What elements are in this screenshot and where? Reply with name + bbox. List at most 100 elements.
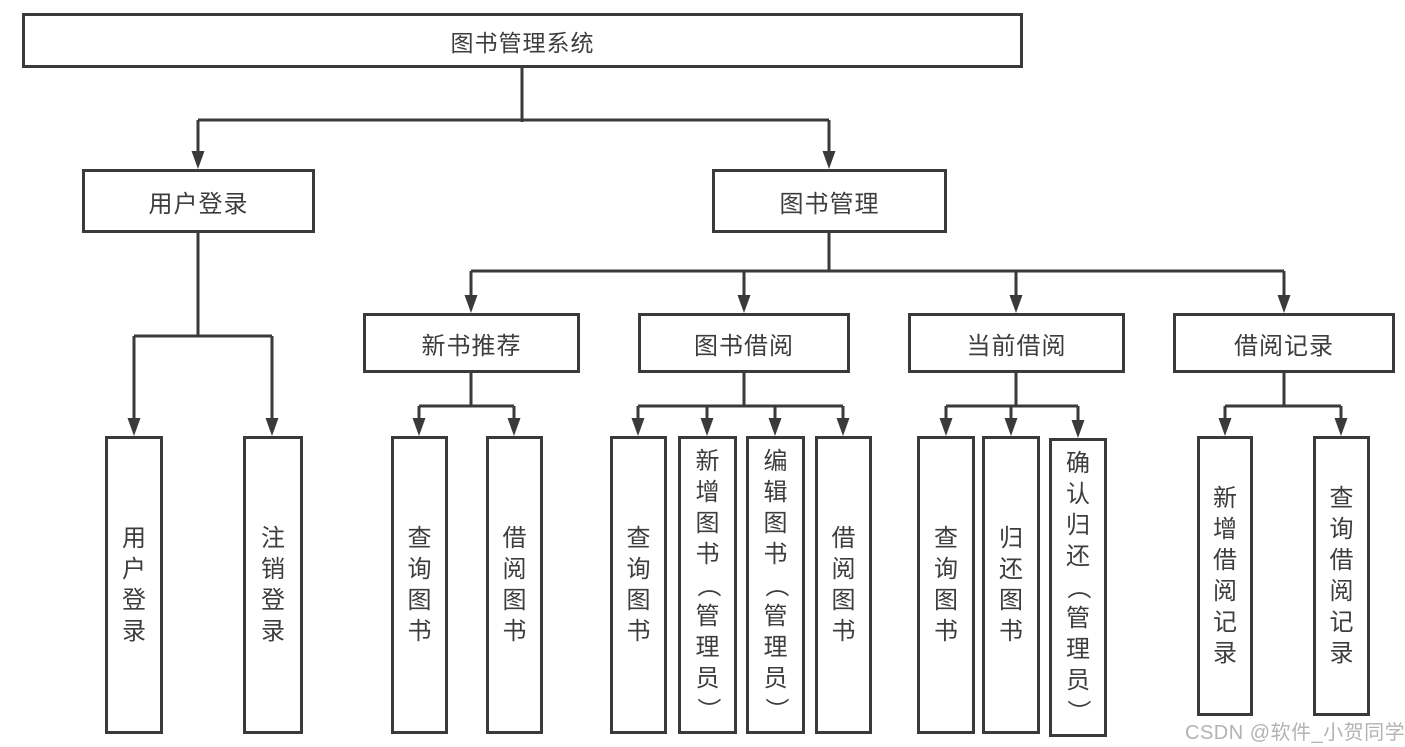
vertical-char: 查 bbox=[626, 525, 651, 552]
connector-paths bbox=[132, 68, 1343, 425]
node-user-login: 用户登录 bbox=[82, 169, 315, 233]
vertical-char: 用 bbox=[122, 525, 146, 552]
vertical-char: 书 bbox=[502, 618, 527, 645]
vertical-char: 阅 bbox=[1213, 578, 1237, 605]
vertical-char: 理 bbox=[1066, 636, 1090, 663]
vertical-char: 还 bbox=[999, 556, 1023, 583]
vertical-char: 注 bbox=[261, 525, 285, 552]
vertical-char: 管 bbox=[763, 602, 788, 630]
node-book-borrowing: 图书借阅 bbox=[638, 313, 850, 373]
arrowheads bbox=[127, 151, 1348, 438]
vertical-char: 增 bbox=[695, 478, 720, 506]
leaf-add-books-admin: 新增图书（管理员） bbox=[678, 436, 737, 734]
vertical-char: 询 bbox=[407, 556, 432, 583]
vertical-char: 阅 bbox=[1329, 578, 1354, 605]
vertical-char: 借 bbox=[831, 525, 856, 552]
vertical-char: 书 bbox=[626, 618, 651, 645]
node-new-book-recommendation: 新书推荐 bbox=[363, 313, 580, 373]
vertical-char: 书 bbox=[831, 618, 856, 645]
vertical-char: 销 bbox=[261, 556, 285, 583]
vertical-char: 录 bbox=[1213, 640, 1237, 667]
leaf-logout: 注销登录 bbox=[243, 436, 303, 734]
vertical-char: 图 bbox=[407, 587, 432, 614]
vertical-char: 借 bbox=[502, 525, 527, 552]
vertical-char: 阅 bbox=[502, 556, 527, 583]
vertical-char: 理 bbox=[763, 633, 788, 661]
leaf-label: 编辑图书（管理员） bbox=[762, 446, 789, 725]
vertical-char: 询 bbox=[934, 556, 958, 583]
vertical-char: 还 bbox=[1066, 543, 1090, 570]
vertical-char: 新 bbox=[695, 447, 720, 475]
vertical-char: 书 bbox=[999, 618, 1023, 645]
vertical-char: 图 bbox=[626, 587, 651, 614]
leaf-label: 借阅图书 bbox=[832, 523, 856, 647]
vertical-char: 查 bbox=[407, 525, 432, 552]
vertical-char: 辑 bbox=[763, 478, 788, 506]
node-label: 图书管理系统 bbox=[450, 29, 595, 56]
vertical-char: （ bbox=[762, 573, 789, 597]
watermark: CSDN @软件_小贺同学 bbox=[1185, 722, 1405, 744]
leaf-query-borrow-record: 查询借阅记录 bbox=[1313, 436, 1370, 716]
vertical-char: 登 bbox=[122, 587, 146, 614]
vertical-char: 归 bbox=[999, 525, 1023, 552]
leaf-label: 查询图书 bbox=[627, 523, 651, 647]
vertical-char: 图 bbox=[934, 587, 958, 614]
vertical-char: 编 bbox=[763, 447, 788, 475]
vertical-char: 图 bbox=[831, 587, 856, 614]
vertical-char: 记 bbox=[1213, 609, 1237, 636]
leaf-query-books-1: 查询图书 bbox=[391, 436, 448, 734]
vertical-char: （ bbox=[1064, 575, 1092, 600]
node-label: 图书管理 bbox=[779, 190, 880, 218]
vertical-char: 归 bbox=[1066, 512, 1090, 539]
leaf-label: 借阅图书 bbox=[503, 523, 527, 647]
vertical-char: 图 bbox=[502, 587, 527, 614]
vertical-char: 认 bbox=[1066, 481, 1090, 508]
vertical-char: 查 bbox=[934, 525, 958, 552]
vertical-char: 员 bbox=[1066, 667, 1090, 694]
leaf-label: 查询图书 bbox=[934, 523, 958, 647]
vertical-char: 借 bbox=[1329, 547, 1354, 574]
leaf-return-books: 归还图书 bbox=[982, 436, 1040, 734]
vertical-char: 图 bbox=[999, 587, 1023, 614]
vertical-char: 查 bbox=[1329, 485, 1354, 512]
vertical-char: 书 bbox=[763, 540, 788, 568]
leaf-label: 确认归还（管理员） bbox=[1065, 448, 1092, 727]
vertical-char: 图 bbox=[695, 509, 720, 537]
leaf-borrow-books-2: 借阅图书 bbox=[815, 436, 872, 734]
leaf-label: 注销登录 bbox=[261, 523, 285, 647]
node-label: 借阅记录 bbox=[1234, 332, 1334, 360]
node-label: 当前借阅 bbox=[966, 332, 1067, 360]
vertical-char: 询 bbox=[1329, 516, 1354, 543]
vertical-char: 录 bbox=[122, 618, 146, 645]
vertical-char: 录 bbox=[261, 618, 285, 645]
vertical-char: 阅 bbox=[831, 556, 856, 583]
leaf-label: 查询图书 bbox=[408, 523, 432, 647]
leaf-query-books-3: 查询图书 bbox=[917, 436, 975, 734]
vertical-char: 登 bbox=[261, 587, 285, 614]
leaf-user-login: 用户登录 bbox=[105, 436, 163, 734]
vertical-char: （ bbox=[694, 573, 721, 597]
vertical-char: ） bbox=[694, 697, 721, 721]
node-borrowing-records: 借阅记录 bbox=[1173, 313, 1395, 373]
node-label: 用户登录 bbox=[148, 190, 249, 218]
leaf-confirm-return-admin: 确认归还（管理员） bbox=[1049, 438, 1107, 737]
vertical-char: 询 bbox=[626, 556, 651, 583]
vertical-char: 记 bbox=[1329, 609, 1354, 636]
vertical-char: 管 bbox=[695, 602, 720, 630]
vertical-char: 书 bbox=[934, 618, 958, 645]
vertical-char: 书 bbox=[407, 618, 432, 645]
leaf-label: 查询借阅记录 bbox=[1330, 483, 1354, 669]
vertical-char: 员 bbox=[763, 664, 788, 692]
vertical-char: 管 bbox=[1066, 605, 1090, 632]
leaf-label: 新增借阅记录 bbox=[1213, 483, 1237, 669]
leaf-add-borrow-record: 新增借阅记录 bbox=[1197, 436, 1253, 716]
vertical-char: 录 bbox=[1329, 640, 1354, 667]
leaf-borrow-books-1: 借阅图书 bbox=[486, 436, 543, 734]
node-label: 图书借阅 bbox=[694, 332, 794, 360]
node-current-borrowing: 当前借阅 bbox=[908, 313, 1125, 373]
leaf-label: 用户登录 bbox=[122, 523, 146, 647]
node-label: 新书推荐 bbox=[421, 332, 522, 360]
leaf-label: 新增图书（管理员） bbox=[694, 446, 721, 725]
